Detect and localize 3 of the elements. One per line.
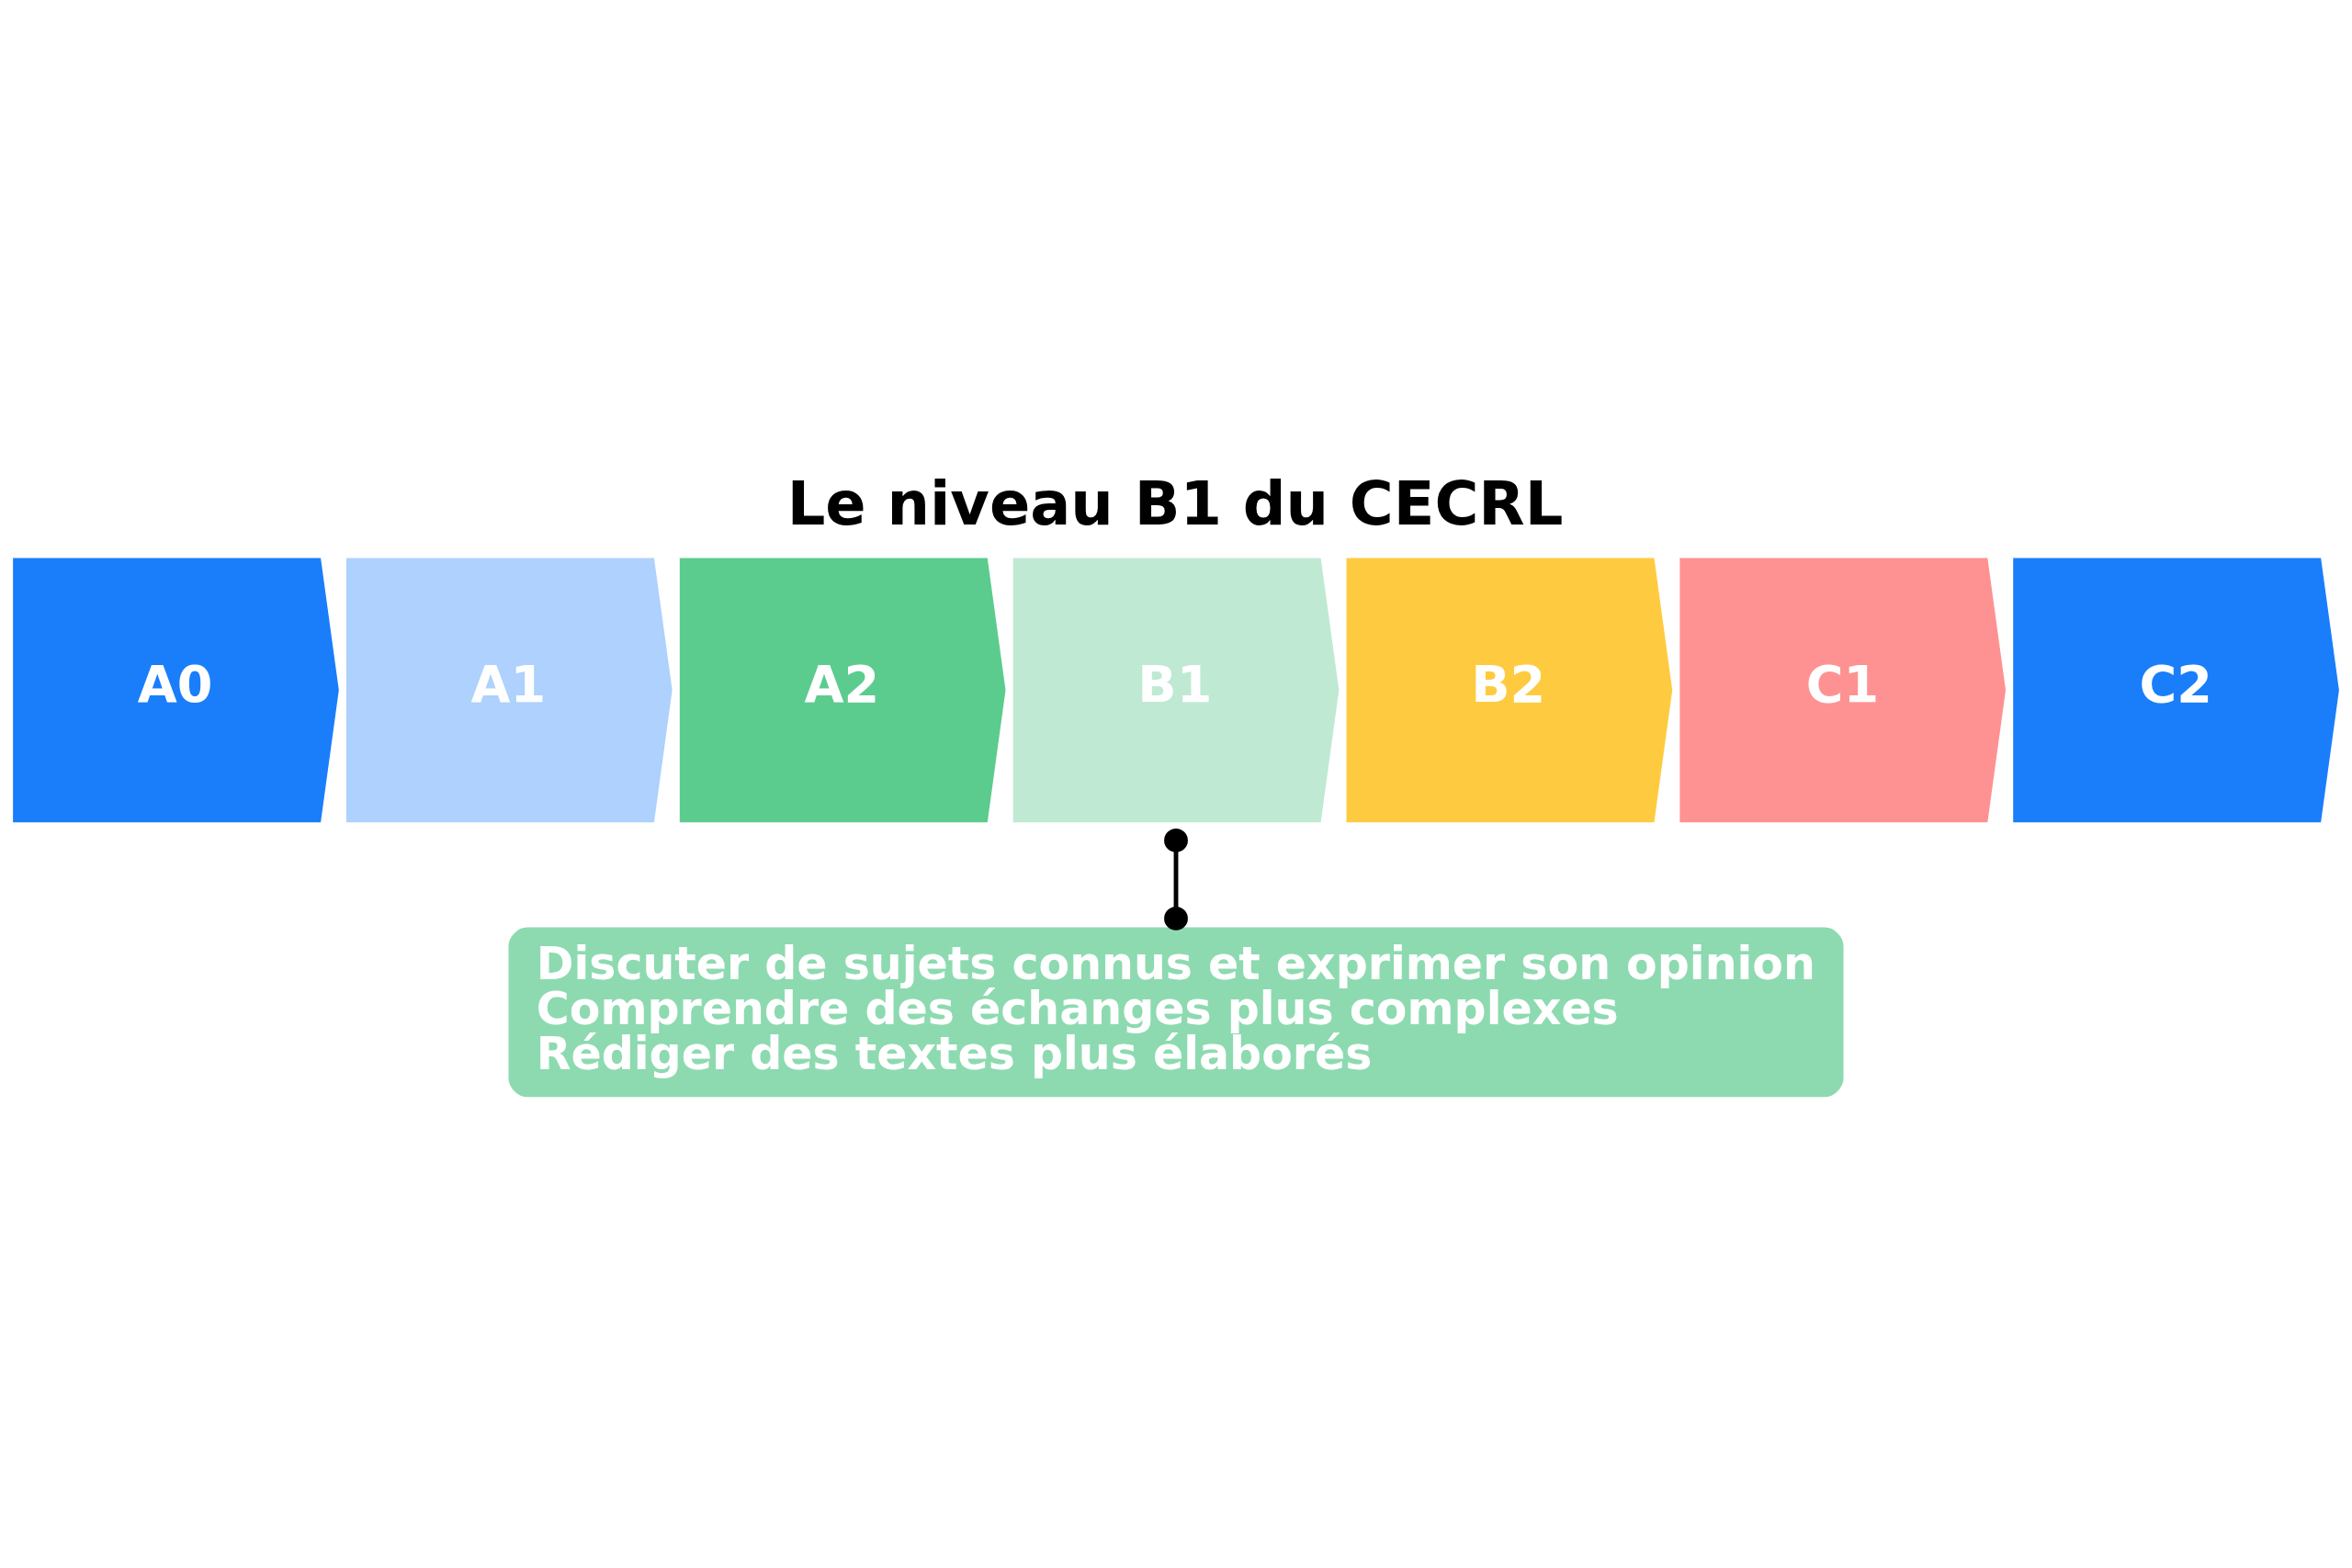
node-box: Discuter de sujets connus et exprimer son opinion Comprendre des échanges plus complexes Rédiger des textes plus élaborés <box>508 927 1844 1098</box>
connector <box>1164 828 1188 931</box>
diagram-title: Le niveau B1 du CECRL <box>786 468 1564 538</box>
